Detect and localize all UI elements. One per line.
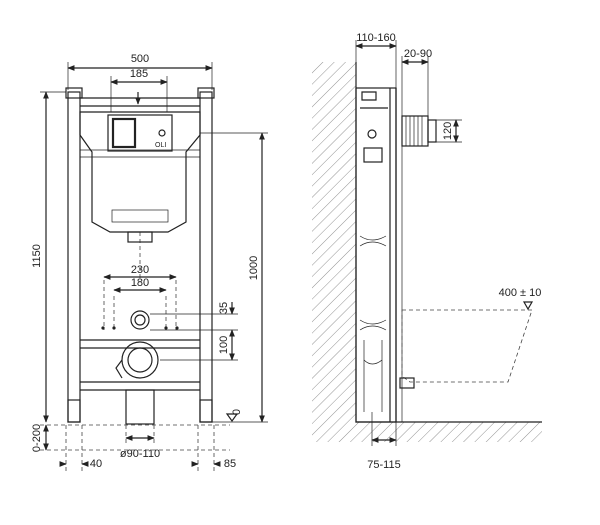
drain-bend xyxy=(115,341,159,425)
dim-35-label: 35 xyxy=(218,302,230,314)
inlet-fitting xyxy=(401,115,437,147)
bowl-height-label: 400 ± 10 xyxy=(499,287,542,299)
pipe-height-label: 120 xyxy=(442,122,454,140)
foot-85-label: 85 xyxy=(224,458,236,470)
dim-100-label: 100 xyxy=(218,336,230,354)
offset-range-label: 20-90 xyxy=(404,48,432,60)
plate-width-label: 185 xyxy=(130,68,148,80)
foot-40-label: 40 xyxy=(90,458,102,470)
floor-lines xyxy=(40,424,230,472)
toilet-bowl xyxy=(399,309,533,389)
dim-35: 35 xyxy=(150,302,238,331)
zero-label: 0 xyxy=(231,409,243,415)
drain-diameter-label: ø90-110 xyxy=(120,448,160,460)
dim-foot-40: 40 xyxy=(59,458,102,470)
dim-100: 100 xyxy=(160,329,238,361)
dim-height-total: 1150 xyxy=(31,91,66,423)
dim-mount-inner: 180 xyxy=(113,277,167,293)
dim-foot-85: 85 xyxy=(191,458,236,470)
dim-drain-diameter: ø90-110 xyxy=(120,435,160,460)
dim-bowl-height: 400 ± 10 xyxy=(499,287,542,311)
cistern: OLI xyxy=(79,92,201,282)
mount-outer-label: 230 xyxy=(131,264,149,276)
dim-plate-width: 185 xyxy=(110,68,168,112)
zero-level-mark: 0 xyxy=(212,409,268,423)
dim-bottom-range: 75-115 xyxy=(367,412,401,471)
flush-pipe xyxy=(101,280,179,330)
dim-foot-range: 0-200 xyxy=(31,424,49,452)
dim-pipe-height: 120 xyxy=(436,119,462,143)
dim-height-1000: 100 0 xyxy=(200,132,268,423)
dim-width-total: 500 xyxy=(67,53,213,90)
svg-text:OLI: OLI xyxy=(155,142,166,149)
front-view: OLI xyxy=(31,53,268,472)
side-frame xyxy=(355,87,403,423)
side-view: 110-160 20-90 120 400 ± 10 75-115 xyxy=(312,32,542,471)
frame xyxy=(65,87,215,423)
mount-inner-label: 180 xyxy=(131,277,149,289)
dim-depth-range: 110-160 xyxy=(355,32,397,88)
bottom-range-label: 75-115 xyxy=(367,459,400,471)
wall-hatching xyxy=(312,62,542,442)
dim-offset-range: 20-90 xyxy=(401,48,432,116)
dim-mount-outer: 230 xyxy=(103,264,177,280)
height-1000-label: 1000 xyxy=(248,256,260,280)
depth-range-label: 110-160 xyxy=(356,32,396,44)
width-total-label: 500 xyxy=(131,53,149,65)
height-total-label: 1150 xyxy=(31,244,43,268)
foot-range-label: 0-200 xyxy=(31,424,43,452)
